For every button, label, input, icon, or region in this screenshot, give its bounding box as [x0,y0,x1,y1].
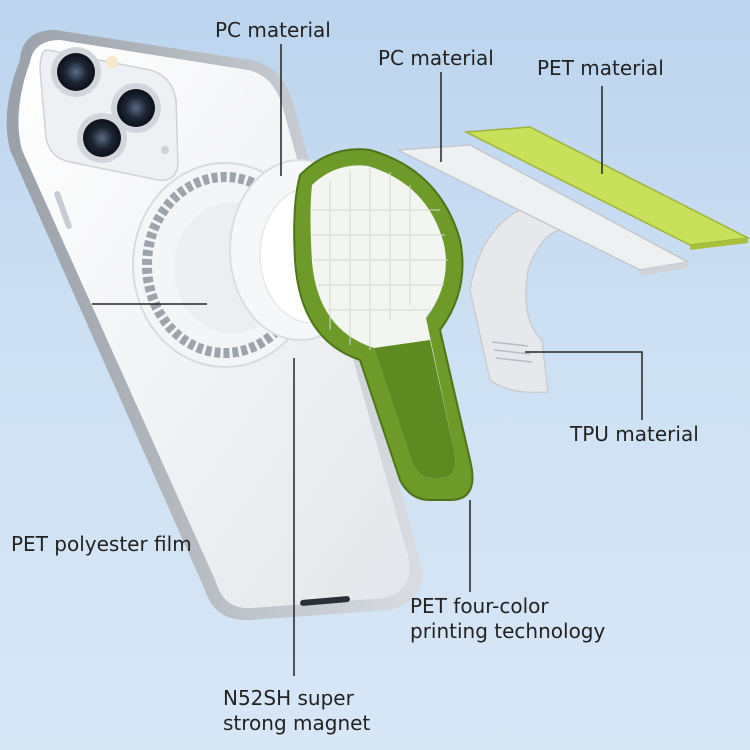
label-tpu-material: TPU material [570,422,699,446]
tpu-stand [469,209,563,394]
label-magnet-line-1: N52SH super [223,686,354,710]
pc-plate [395,144,691,276]
label-pet-print-line-2: printing technology [410,619,606,643]
camera-module [39,47,179,181]
leader-lines [92,44,643,676]
label-pc-material-right: PC material [378,46,494,70]
label-pc-material-top: PC material [215,18,331,42]
green-frame-holder [293,148,474,501]
label-pet-polyester-film: PET polyester film [11,532,192,556]
label-n52sh-magnet: N52SH super strong magnet [223,686,370,736]
label-pet-material: PET material [537,56,664,80]
label-magnet-line-2: strong magnet [223,711,371,735]
label-pet-print-line-1: PET four-color [410,594,549,618]
label-pet-four-color-printing: PET four-color printing technology [410,594,605,644]
leader-tpu [525,351,643,420]
pet-plate [463,126,750,250]
